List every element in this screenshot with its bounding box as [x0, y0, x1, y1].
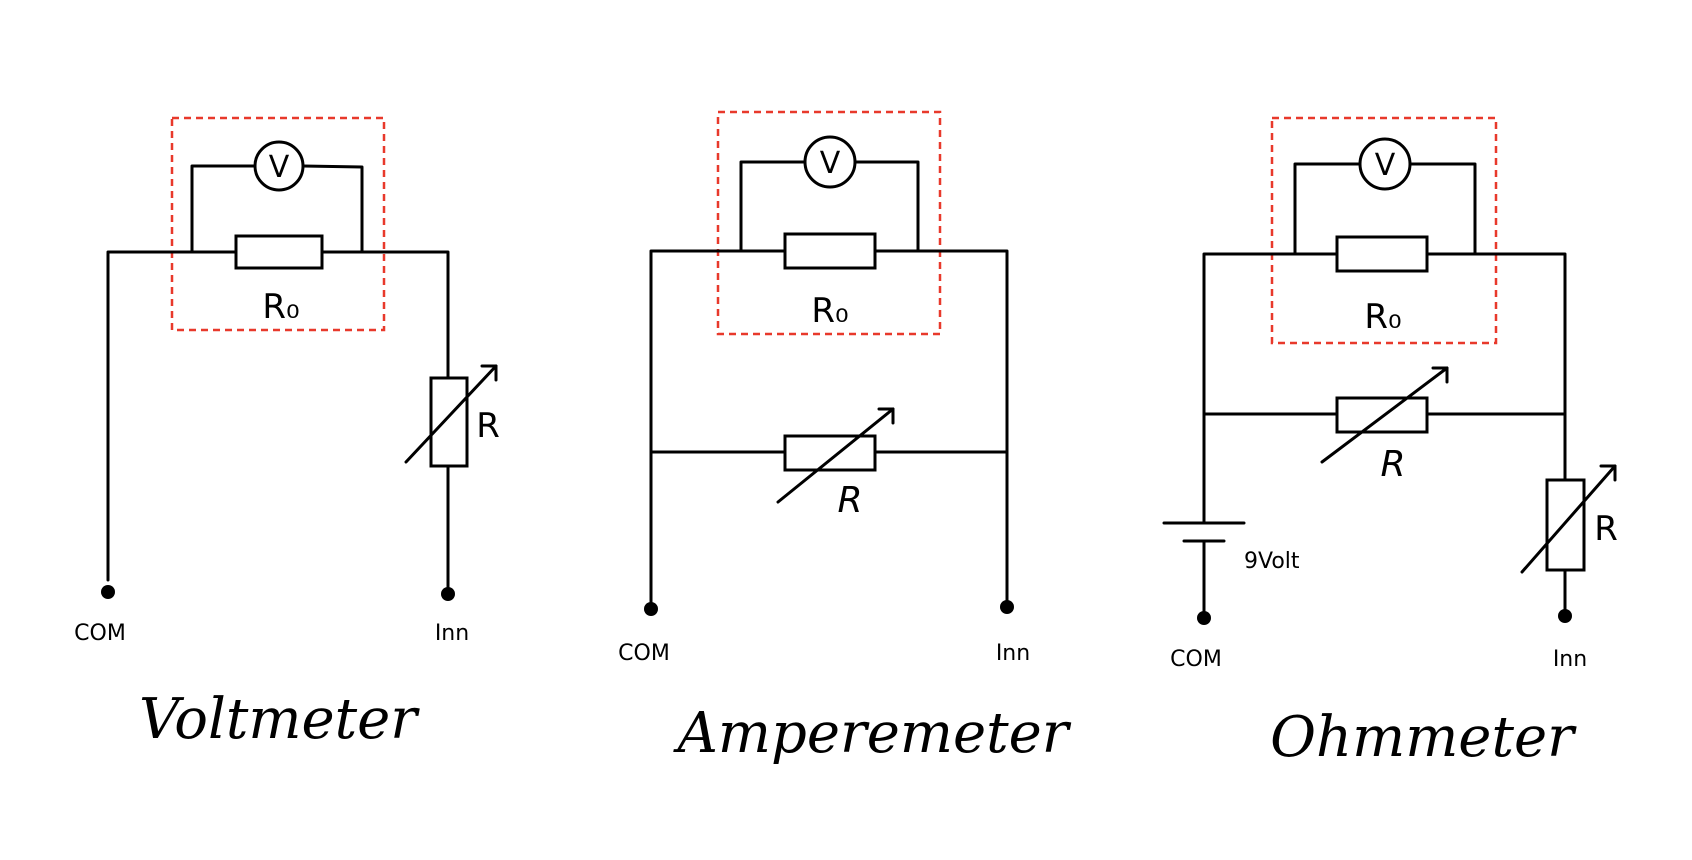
ohmmeter-com-terminal [1197, 611, 1211, 625]
amperemeter-resistor-r0 [783, 232, 877, 270]
amperemeter-title: Amperemeter [672, 701, 1071, 766]
voltmeter-resistor-r0 [234, 234, 324, 270]
amperemeter-meter-wire-right [853, 160, 920, 253]
ohmmeter-circuit: V R₀ R R 9Volt COM Inn Ohmmeter [1162, 116, 1618, 770]
amperemeter-variable-resistor [783, 434, 877, 472]
ohmmeter-resistor-r0 [1335, 235, 1429, 273]
ohmmeter-title: Ohmmeter [1270, 705, 1577, 770]
voltmeter-in-terminal [441, 587, 455, 601]
voltmeter-meter-symbol: V [269, 150, 290, 185]
amperemeter-highlight-frame [716, 110, 942, 336]
amperemeter-com-terminal [644, 602, 658, 616]
voltmeter-variable-arrow-line [404, 364, 498, 464]
ohmmeter-variable-arrow-line-1 [1320, 366, 1449, 464]
voltmeter-variable-arrow-head [480, 364, 498, 382]
voltmeter-wire-right-top [320, 250, 450, 380]
amperemeter-r0-label: R₀ [811, 291, 848, 331]
amperemeter-meter-wire-left [739, 160, 807, 253]
ohmmeter-variable-resistor-horizontal [1335, 396, 1429, 434]
amperemeter-in-terminal [1000, 600, 1014, 614]
voltmeter-meter-wire-left [190, 164, 257, 254]
ohmmeter-r-label-2: R [1594, 509, 1618, 549]
ohmmeter-meter-wire-left [1293, 162, 1362, 256]
voltmeter-com-label: COM [74, 621, 126, 646]
voltmeter-title: Voltmeter [139, 687, 420, 752]
voltmeter-highlight-frame [170, 116, 386, 332]
ohmmeter-r0-label: R₀ [1364, 297, 1401, 337]
ohmmeter-wire-left-top [1202, 252, 1339, 525]
voltmeter-meter-circle [253, 140, 305, 192]
ohmmeter-com-label: COM [1170, 647, 1222, 672]
amperemeter-wire-left [649, 249, 787, 610]
voltmeter-r0-label: R₀ [262, 287, 299, 327]
voltmeter-meter-wire-right [301, 164, 364, 254]
ohmmeter-variable-arrow-head-1 [1431, 366, 1449, 384]
ohmmeter-meter-symbol: V [1375, 148, 1396, 183]
amperemeter-r-label: R [837, 480, 862, 521]
amperemeter-com-label: COM [618, 641, 670, 666]
ohmmeter-battery-label: 9Volt [1244, 549, 1300, 574]
voltmeter-com-terminal [101, 585, 115, 599]
amperemeter-variable-arrow-line [776, 407, 895, 504]
voltmeter-circuit: V R₀ R COM Inn Voltmeter [74, 116, 500, 752]
amperemeter-in-label: Inn [996, 641, 1030, 666]
ohmmeter-variable-resistor-vertical [1545, 478, 1586, 572]
ohmmeter-r-label-1: R [1380, 444, 1405, 485]
voltmeter-r-label: R [476, 406, 500, 446]
amperemeter-circuit: V R₀ R COM Inn Amperemeter [618, 110, 1072, 766]
voltmeter-in-label: Inn [435, 621, 469, 646]
amperemeter-meter-circle [803, 135, 857, 189]
ohmmeter-meter-circle [1358, 137, 1412, 191]
ohmmeter-in-label: Inn [1553, 647, 1587, 672]
ohmmeter-in-terminal [1558, 609, 1572, 623]
ohmmeter-meter-wire-right [1408, 162, 1477, 256]
voltmeter-variable-resistor [429, 376, 469, 468]
ohmmeter-variable-arrow-head-2 [1599, 464, 1617, 482]
ohmmeter-highlight-frame [1270, 116, 1498, 345]
ohmmeter-wire-right-top [1425, 252, 1567, 482]
amperemeter-meter-symbol: V [820, 146, 841, 181]
amperemeter-variable-arrow-head [877, 407, 895, 425]
ohmmeter-variable-arrow-line-2 [1520, 464, 1617, 574]
